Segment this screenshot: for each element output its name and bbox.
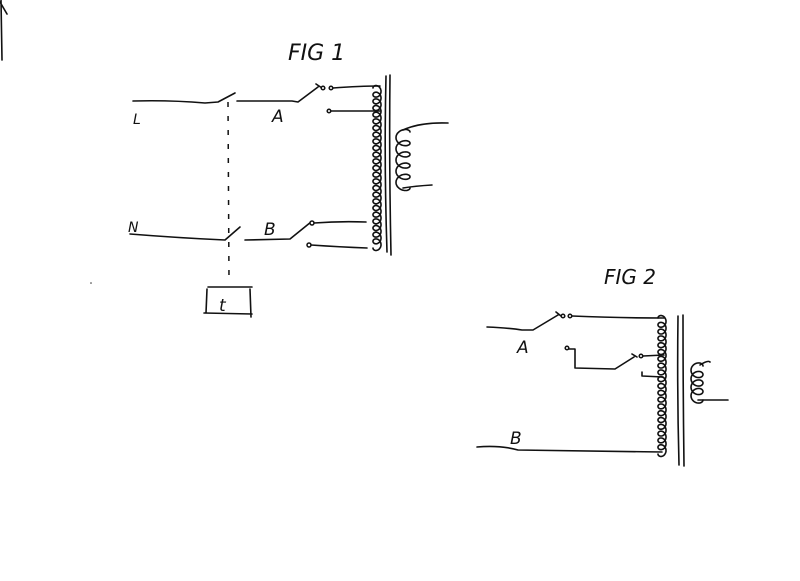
- fig1-label-line: L: [133, 112, 141, 128]
- tap-switch-a: [236, 83, 323, 103]
- fig1-label-a: A: [271, 107, 284, 127]
- secondary-coil-2: [690, 362, 704, 404]
- switch-a: [486, 311, 562, 331]
- tap-wires: [641, 354, 665, 378]
- fig2-label-a: A: [516, 338, 529, 358]
- secondary-leads: [402, 122, 449, 189]
- contact-tap: [564, 345, 570, 351]
- transformer-core: [384, 74, 392, 256]
- secondary-leads-2: [697, 360, 729, 401]
- figure-1: FIG 1 L N A B t: [128, 41, 449, 318]
- wire-b: [476, 445, 663, 453]
- fig1-label-neutral: N: [128, 220, 139, 236]
- page-edge-mark: [0, 0, 8, 61]
- fig1-title: FIG 1: [288, 41, 345, 66]
- wire-b1: [313, 220, 367, 224]
- secondary-coil: [395, 128, 411, 192]
- tap-switch-b: [244, 221, 312, 241]
- fig2-title: FIG 2: [604, 265, 656, 289]
- neutral-input-switch: [129, 226, 241, 241]
- wire-a: [571, 315, 665, 319]
- mechanical-link-dashed: [227, 101, 230, 281]
- fig2-label-b: B: [510, 429, 522, 449]
- primary-coil: [372, 84, 382, 252]
- primary-coil-2: [657, 314, 667, 458]
- timer-box: [203, 286, 253, 318]
- tap-switch: [568, 348, 638, 370]
- fig1-label-b: B: [264, 220, 276, 240]
- wire-b2: [310, 244, 368, 249]
- timer-label: t: [219, 296, 227, 316]
- line-input-switch: [132, 92, 236, 104]
- figure-2: FIG 2 A B: [476, 265, 729, 467]
- transformer-core-2: [676, 314, 685, 467]
- speck: [90, 282, 92, 284]
